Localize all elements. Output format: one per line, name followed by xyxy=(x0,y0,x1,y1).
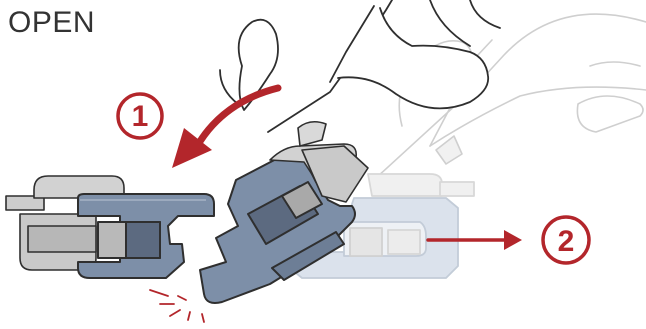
hand-icon xyxy=(219,0,501,133)
step-marker-1: 1 xyxy=(116,92,164,140)
step-marker-2: 2 xyxy=(541,215,591,265)
buckle-right-half xyxy=(199,153,356,304)
step-number-2: 2 xyxy=(558,225,575,258)
buckle-left-half xyxy=(77,193,215,279)
faded-buckle-part xyxy=(289,197,459,279)
strap-right xyxy=(269,120,369,203)
right-arrow-icon xyxy=(426,230,522,250)
strap-left xyxy=(5,175,125,271)
diagram-title: OPEN xyxy=(8,6,96,39)
curved-arrow-icon xyxy=(172,84,282,168)
faded-strap-right xyxy=(367,173,475,197)
snap-release-lines-icon xyxy=(149,289,205,323)
step-number-1: 1 xyxy=(132,100,149,133)
